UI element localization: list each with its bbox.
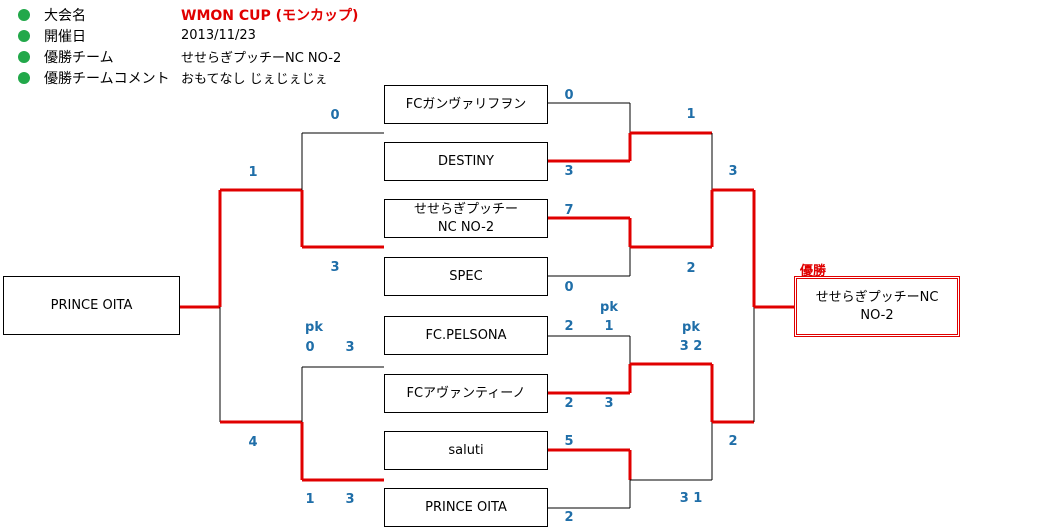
score: 0 <box>564 280 574 295</box>
score: 0 <box>564 88 574 103</box>
score: 3 1 <box>679 491 703 506</box>
info-row-name: 大会名 WMON CUP (モンカップ) <box>18 4 358 25</box>
score: 1 <box>686 107 696 122</box>
team-name: PRINCE OITA <box>425 499 507 515</box>
bullet-icon <box>18 29 30 42</box>
team-name: せせらぎプッチーNC NO-2 <box>413 201 518 235</box>
score: 3 <box>345 340 355 355</box>
team-box-seed: PRINCE OITA <box>3 276 180 335</box>
score: 3 <box>564 164 574 179</box>
score: 0 <box>305 340 315 355</box>
bullet-icon <box>18 50 30 63</box>
team-name: FCアヴァンティーノ <box>406 385 526 401</box>
score: 7 <box>564 203 574 218</box>
score: 0 <box>330 108 340 123</box>
team-box: DESTINY <box>384 142 548 181</box>
champion-name: せせらぎプッチーNC NO-2 <box>815 289 939 323</box>
pk-label: pk <box>682 320 700 335</box>
champion-box: せせらぎプッチーNC NO-2 <box>794 276 960 337</box>
info-row-comment: 優勝チームコメント おもてなし じぇじぇじぇ <box>18 67 358 88</box>
info-row-date: 開催日 2013/11/23 <box>18 25 358 46</box>
score: 2 <box>686 261 696 276</box>
score: 2 <box>564 396 574 411</box>
winner-comment: おもてなし じぇじぇじぇ <box>181 72 328 87</box>
team-name: DESTINY <box>438 153 494 169</box>
score: 5 <box>564 434 574 449</box>
score: 1 <box>248 165 258 180</box>
info-label: 大会名 <box>44 7 86 24</box>
score: 3 <box>345 492 355 507</box>
score: 3 <box>728 164 738 179</box>
team-box: FCアヴァンティーノ <box>384 374 548 413</box>
team-name: PRINCE OITA <box>50 297 133 313</box>
score: 1 <box>604 319 614 334</box>
bullet-icon <box>18 71 30 84</box>
team-name: FC.PELSONA <box>425 327 507 343</box>
champion-label: 優勝 <box>800 264 827 279</box>
team-box: SPEC <box>384 257 548 296</box>
score: 3 2 <box>679 339 703 354</box>
team-box: saluti <box>384 431 548 470</box>
score: 4 <box>248 435 258 450</box>
tournament-info: 大会名 WMON CUP (モンカップ) 開催日 2013/11/23 優勝チー… <box>18 4 358 88</box>
score: 2 <box>564 319 574 334</box>
info-label: 優勝チームコメント <box>44 70 170 87</box>
tournament-date: 2013/11/23 <box>181 28 256 43</box>
score: 1 <box>305 492 315 507</box>
score: 3 <box>330 260 340 275</box>
pk-label: pk <box>305 320 323 335</box>
info-label: 優勝チーム <box>44 49 114 66</box>
team-name: FCガンヴァリフヲン <box>405 96 527 112</box>
team-box: FC.PELSONA <box>384 316 548 355</box>
team-box: せせらぎプッチーNC NO-2 <box>384 199 548 238</box>
score: 2 <box>728 434 738 449</box>
team-box: PRINCE OITA <box>384 488 548 527</box>
pk-label: pk <box>600 300 618 315</box>
score: 2 <box>564 510 574 525</box>
info-label: 開催日 <box>44 28 86 45</box>
bullet-icon <box>18 8 30 21</box>
team-name: SPEC <box>449 268 483 284</box>
team-box: FCガンヴァリフヲン <box>384 85 548 124</box>
info-row-winner: 優勝チーム せせらぎプッチーNC NO-2 <box>18 46 358 67</box>
winning-team: せせらぎプッチーNC NO-2 <box>181 51 342 66</box>
score: 3 <box>604 396 614 411</box>
tournament-name: WMON CUP (モンカップ) <box>181 7 359 24</box>
team-name: saluti <box>448 442 484 458</box>
